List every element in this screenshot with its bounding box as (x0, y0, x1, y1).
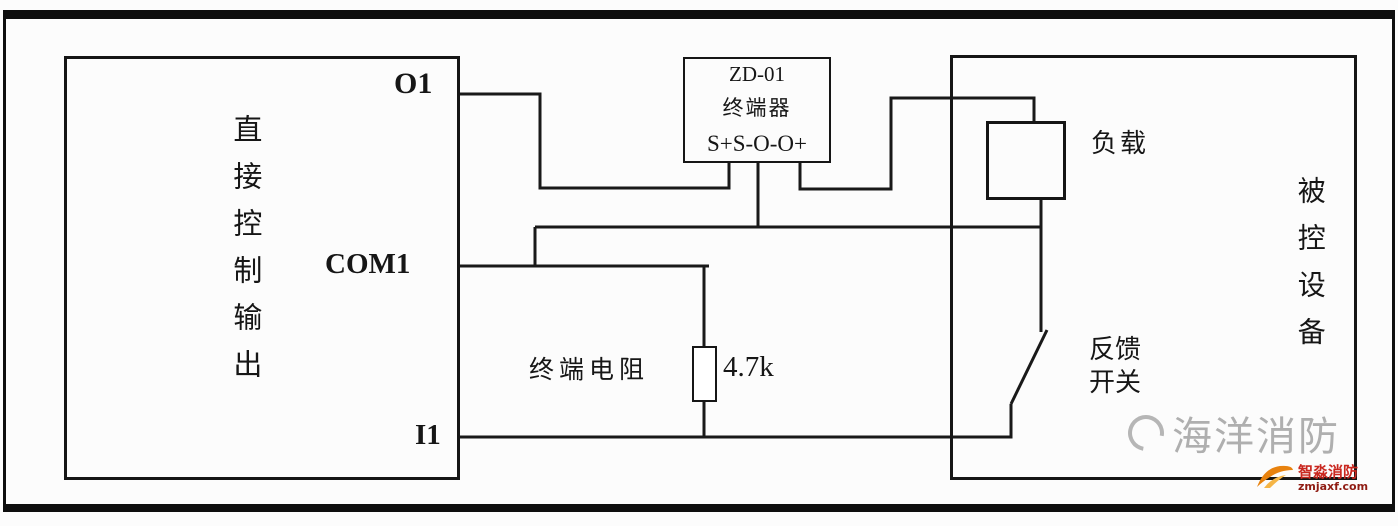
terminator-box: ZD-01 终端器 S+S-O-O+ (683, 57, 831, 163)
terminal-o1-label: O1 (394, 67, 433, 100)
outer-frame (3, 10, 1395, 512)
feedback-switch-blade (1009, 329, 1049, 405)
feedback-switch-label: 反馈 开关 (1089, 335, 1142, 398)
watermark-swirl-icon (1120, 407, 1172, 459)
wire-o1-to-terminator (460, 92, 731, 190)
terminator-model-label: ZD-01 (729, 62, 785, 86)
corner-logo-title: 智淼消防 (1298, 463, 1359, 481)
wire-terminator-bus (533, 163, 1042, 266)
controlled-device-box (950, 55, 1357, 480)
wire-terminator-to-load (798, 96, 1036, 191)
resistor-name-label: 终端电阻 (529, 355, 650, 384)
direct-control-output-label: 直接控制输出 (228, 114, 263, 396)
watermark-text: 海洋消防 (1172, 414, 1340, 460)
load-label: 负载 (1091, 129, 1150, 159)
corner-logo-url: zmjaxf.com (1298, 480, 1369, 494)
terminator-name-label: 终端器 (722, 96, 792, 121)
terminal-resistor (692, 346, 717, 402)
direct-control-output-box (64, 56, 460, 480)
load-box (986, 121, 1066, 200)
corner-logo: 智淼消防 zmjaxf.com (1256, 463, 1369, 494)
terminator-terminals-label: S+S-O-O+ (706, 130, 808, 156)
terminal-i1-label: I1 (415, 419, 441, 451)
wire-i1 (460, 404, 1013, 439)
terminal-com1-label: COM1 (325, 248, 411, 280)
corner-flame-icon (1257, 465, 1293, 488)
controlled-device-label: 被控设备 (1293, 176, 1327, 364)
watermark: 海洋消防 (1120, 404, 1340, 462)
resistor-value-label: 4.7k (723, 351, 774, 383)
